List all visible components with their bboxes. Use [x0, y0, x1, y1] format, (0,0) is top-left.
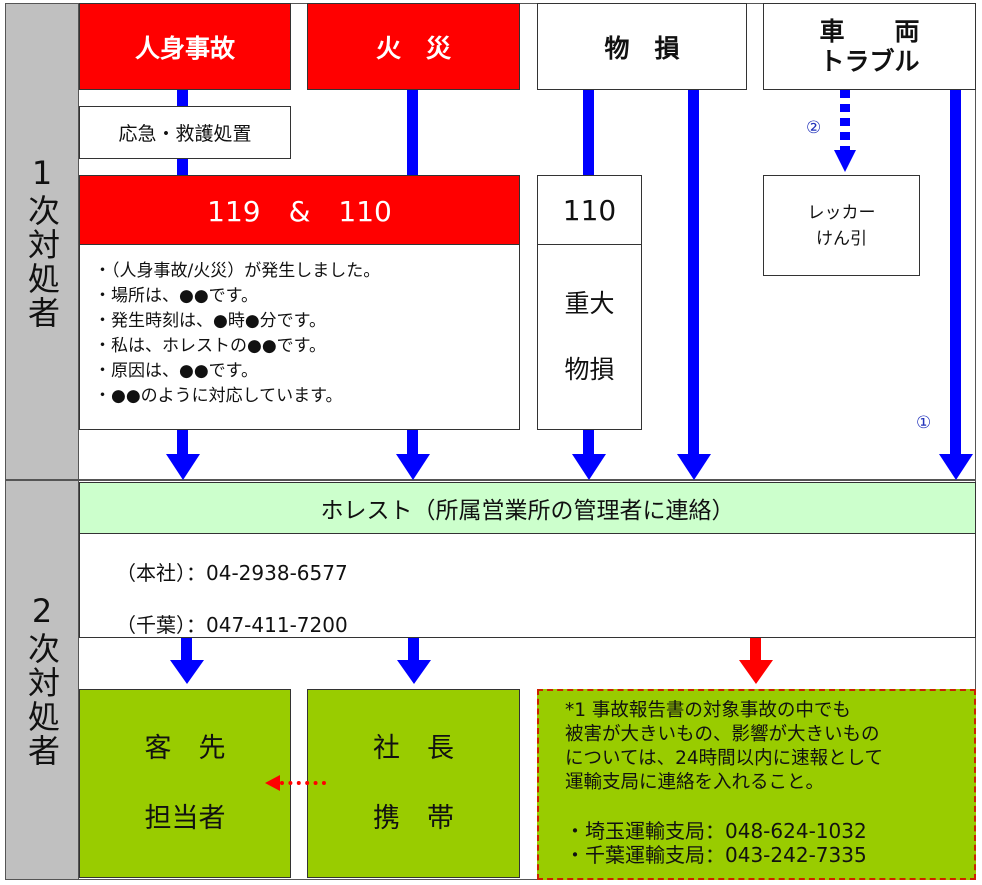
- label: けん引: [816, 228, 867, 249]
- script-line: ・（人身事故/火災）が発生しました。: [94, 261, 381, 281]
- connector: [177, 90, 188, 106]
- dotted-connector: [280, 781, 326, 785]
- connector: [750, 638, 761, 662]
- vehicle-line1: 車 両: [819, 16, 920, 46]
- tow-truck-box: レッカーけん引: [763, 175, 920, 276]
- incident-vehicle: 車 両トラブル: [763, 3, 976, 90]
- label: レッカー: [807, 202, 876, 223]
- vehicle-line2: トラブル: [819, 46, 920, 76]
- dashed-connector: [840, 90, 850, 152]
- police-number: 110: [537, 175, 642, 245]
- connector: [950, 90, 961, 456]
- chiba-bureau-phone: ・千葉運輸支局：043-242-7335: [565, 843, 867, 867]
- connector: [688, 90, 699, 456]
- arrow-down-icon: [677, 454, 711, 480]
- script-line: ・場所は、●●です。: [94, 286, 258, 306]
- arrow-down-icon: [396, 454, 430, 480]
- section-first-responder: 1次対処者: [5, 3, 79, 480]
- marker-two: ②: [806, 118, 822, 138]
- first-aid-box: 応急・救護処置: [79, 106, 291, 159]
- connector: [583, 90, 594, 175]
- arrow-down-icon: [939, 454, 973, 480]
- president-mobile: 社 長 携 帯: [307, 689, 520, 878]
- marker-one: ①: [916, 413, 932, 433]
- note-line: 運輸支局に連絡を入れること。: [565, 772, 825, 793]
- section-label: 1次対処者: [23, 153, 61, 330]
- client-contact: 客 先 担当者: [79, 689, 291, 878]
- label: 重大: [564, 289, 615, 318]
- divider: [5, 479, 976, 481]
- transport-bureau-note: *1 事故報告書の対象事故の中でも 被害が大きいもの、影響が大きいもの について…: [537, 689, 976, 880]
- emergency-number: 119 & 110: [79, 175, 520, 245]
- saitama-bureau-phone: ・埼玉運輸支局：048-624-1032: [565, 819, 867, 843]
- section-second-responder: 2次対処者: [5, 480, 79, 880]
- arrow-down-icon: [397, 660, 431, 684]
- incident-fire: 火 災: [307, 3, 520, 90]
- report-script: ・（人身事故/火災）が発生しました。 ・場所は、●●です。 ・発生時刻は、●時●…: [79, 244, 520, 430]
- contact-phones: （本社）：04-2938-6577 （千葉）：047-411-7200: [79, 533, 976, 638]
- connector: [408, 638, 419, 662]
- script-line: ・●●のように対応しています。: [94, 386, 343, 406]
- incident-property: 物 損: [537, 3, 747, 90]
- note-line: については、24時間以内に速報として: [565, 748, 884, 769]
- connector: [181, 638, 192, 662]
- arrow-left-icon: [265, 775, 280, 791]
- connector: [177, 158, 188, 175]
- note-line: *1 事故報告書の対象事故の中でも: [565, 700, 851, 721]
- arrow-down-icon: [170, 660, 204, 684]
- contact-header: ホレスト（所属営業所の管理者に連絡）: [79, 482, 976, 534]
- incident-injury: 人身事故: [79, 3, 291, 90]
- script-line: ・私は、ホレストの●●です。: [94, 336, 326, 356]
- note-line: 被害が大きいもの、影響が大きいもの: [565, 724, 880, 745]
- arrow-down-icon: [739, 660, 773, 684]
- label: 物損: [564, 355, 615, 384]
- section-label: 2次対処者: [23, 592, 61, 768]
- phone-head-office: （本社）：04-2938-6577: [116, 561, 348, 585]
- phone-chiba: （千葉）：047-411-7200: [116, 613, 348, 637]
- script-line: ・発生時刻は、●時●分です。: [94, 311, 326, 331]
- arrow-down-icon: [834, 150, 856, 172]
- serious-property-damage: 重大物損: [537, 244, 642, 430]
- arrow-down-icon: [572, 454, 606, 480]
- connector: [407, 430, 418, 456]
- arrow-down-icon: [166, 454, 200, 480]
- connector: [177, 430, 188, 456]
- connector: [407, 90, 418, 175]
- connector: [583, 430, 594, 456]
- script-line: ・原因は、●●です。: [94, 361, 258, 381]
